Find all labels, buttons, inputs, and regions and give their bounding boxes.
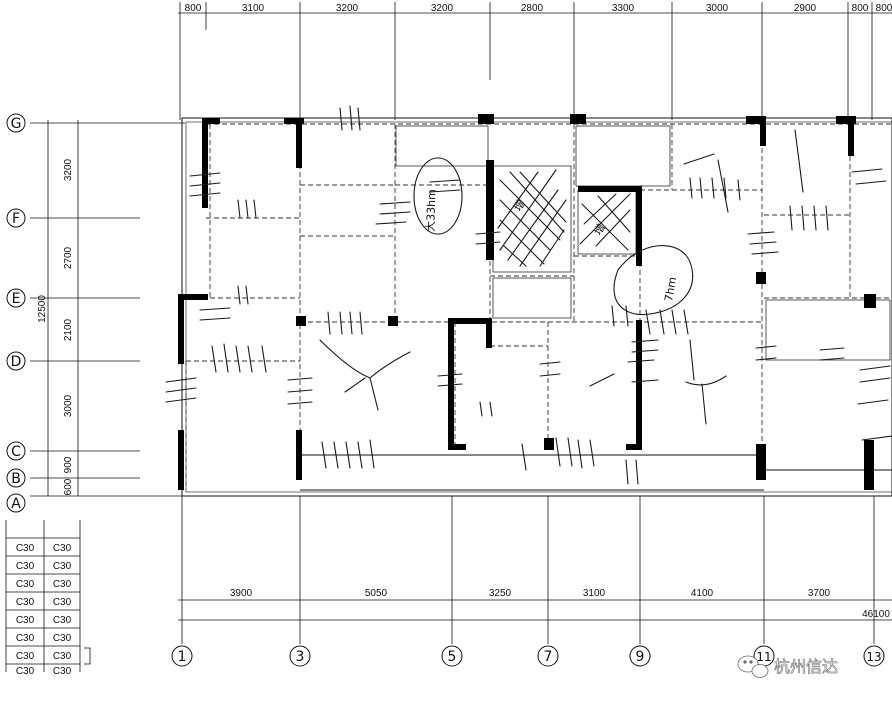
axis-5: 5 xyxy=(448,649,457,665)
left-dim-4: 3000 xyxy=(63,394,74,417)
top-dim-9: 800 xyxy=(852,3,869,14)
table-cell-8b: C30 xyxy=(53,666,72,677)
wechat-icon xyxy=(737,655,769,678)
axis-D: D xyxy=(11,354,22,370)
top-dim-5: 2800 xyxy=(521,3,544,14)
top-dim-10: 800 xyxy=(876,3,892,14)
annotation-small-room: 增 xyxy=(590,221,608,238)
handwritten-text: 大33hm 7hm 增 增 xyxy=(423,189,679,303)
left-dimension-chain xyxy=(30,120,892,497)
table-cell-2a: C30 xyxy=(16,561,35,572)
annotation-right-oval: 7hm xyxy=(662,276,679,303)
top-dim-6: 3300 xyxy=(612,3,635,14)
axis-9: 9 xyxy=(636,649,645,665)
axis-3: 3 xyxy=(296,649,305,665)
axis-B: B xyxy=(11,471,21,487)
bottom-dim-4: 3100 xyxy=(583,588,606,599)
bottom-dim-6: 3700 xyxy=(808,588,831,599)
callout-oval-right xyxy=(613,245,694,316)
table-cell-7b: C30 xyxy=(53,651,72,662)
watermark: 杭州信达 xyxy=(737,655,838,678)
table-cell-2b: C30 xyxy=(53,561,72,572)
table-cell-6a: C30 xyxy=(16,633,35,644)
bottom-dim-1: 3900 xyxy=(230,588,253,599)
table-cell-1a: C30 xyxy=(16,543,35,554)
left-dimension-labels: 3200 2700 2100 3000 900 600 12500 xyxy=(37,158,74,495)
callout-oval-left xyxy=(413,157,463,235)
table-cell-4a: C30 xyxy=(16,597,35,608)
concrete-grade-table: C30 C30 C30 C30 C30 C30 C30 C30 C30 C30 … xyxy=(5,520,91,677)
axis-G: G xyxy=(11,116,22,132)
beam-lines xyxy=(185,123,892,490)
table-cell-8a: C30 xyxy=(16,666,35,677)
axis-11: 11 xyxy=(756,650,771,664)
table-cell-5a: C30 xyxy=(16,615,35,626)
axis-E: E xyxy=(12,291,21,307)
left-dim-5: 900 xyxy=(63,456,74,473)
axis-F: F xyxy=(12,211,20,227)
building-outline xyxy=(181,117,892,497)
axis-7: 7 xyxy=(544,649,553,665)
top-dim-1: 800 xyxy=(185,3,202,14)
bottom-dim-5: 4100 xyxy=(691,588,714,599)
annotation-left-oval: 大33hm xyxy=(423,189,438,232)
structural-columns xyxy=(178,114,876,490)
axis-A: A xyxy=(11,496,21,512)
table-cell-6b: C30 xyxy=(53,633,72,644)
top-dim-2: 3100 xyxy=(242,3,265,14)
bottom-dimension-chain xyxy=(178,496,892,644)
table-cell-3a: C30 xyxy=(16,579,35,590)
axis-1: 1 xyxy=(178,649,187,665)
bottom-dim-2: 5050 xyxy=(365,588,388,599)
bottom-dimension-labels: 3900 5050 3250 3100 4100 3700 46100 xyxy=(230,588,890,620)
column-axis-bubbles xyxy=(171,645,885,667)
row-axis-labels: G F E D C B A xyxy=(11,116,22,512)
axis-13: 13 xyxy=(866,650,881,664)
left-dim-2: 2700 xyxy=(63,246,74,269)
left-dim-total: 12500 xyxy=(37,295,48,323)
top-dim-4: 3200 xyxy=(431,3,454,14)
watermark-text: 杭州信达 xyxy=(774,657,838,676)
left-dim-1: 3200 xyxy=(63,158,74,181)
table-cell-5b: C30 xyxy=(53,615,72,626)
annotation-stair: 增 xyxy=(510,197,528,214)
handwritten-marks xyxy=(165,105,892,485)
top-dim-7: 3000 xyxy=(706,3,729,14)
left-dim-6: 600 xyxy=(63,478,74,495)
column-axis-labels: 1 3 5 7 9 11 13 xyxy=(178,649,882,665)
top-dim-3: 3200 xyxy=(336,3,359,14)
top-dim-8: 2900 xyxy=(794,3,817,14)
bottom-dim-total: 46100 xyxy=(862,609,890,620)
table-cell-4b: C30 xyxy=(53,597,72,608)
table-cell-3b: C30 xyxy=(53,579,72,590)
top-dimension-chain xyxy=(178,2,892,120)
top-dimension-labels: 800 3100 3200 3200 2800 3300 3000 2900 8… xyxy=(185,3,892,14)
axis-C: C xyxy=(11,444,21,460)
bottom-dim-3: 3250 xyxy=(489,588,512,599)
room-partitions xyxy=(395,125,891,361)
left-dim-3: 2100 xyxy=(63,318,74,341)
table-cell-7a: C30 xyxy=(16,651,35,662)
row-axis-bubbles xyxy=(6,113,26,513)
table-cell-1b: C30 xyxy=(53,543,72,554)
